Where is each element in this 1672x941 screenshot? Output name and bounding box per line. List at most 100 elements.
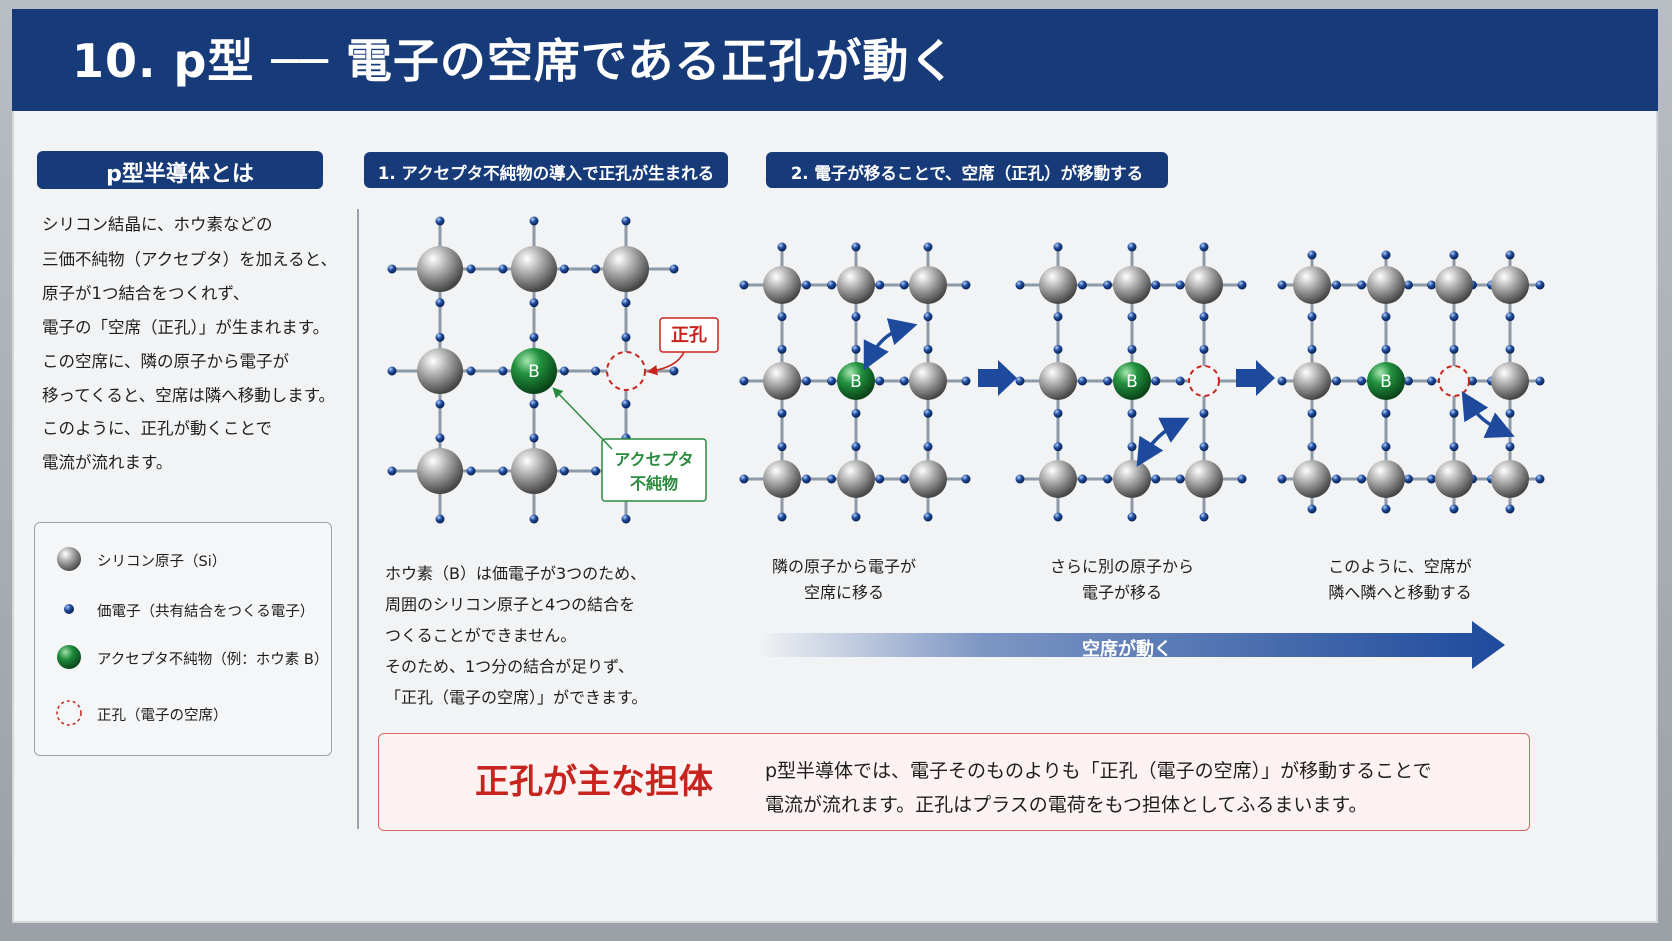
valence-electron — [1505, 442, 1515, 452]
lattice-panel2: B — [1015, 242, 1247, 522]
panel2-caption: さらに別の原子から 電子が移る — [1042, 554, 1202, 606]
valence-electron — [801, 474, 811, 484]
valence-electron — [435, 216, 445, 226]
legend-label-acceptor: アクセプタ不純物（例：ホウ素 B） — [97, 652, 329, 668]
valence-electron — [1053, 312, 1063, 322]
valence-electron — [1487, 376, 1497, 386]
valence-electron — [559, 466, 569, 476]
valence-electron — [669, 264, 679, 274]
valence-electron — [1127, 442, 1137, 452]
hole-callout-arrow — [646, 351, 685, 376]
valence-electron — [466, 466, 476, 476]
valence-electron — [1467, 280, 1477, 290]
valence-electron — [1053, 442, 1063, 452]
valence-electron — [1403, 280, 1413, 290]
valence-electron — [1535, 280, 1545, 290]
valence-electron — [621, 514, 631, 524]
valence-electron — [777, 512, 787, 522]
hole-icon — [56, 700, 82, 726]
valence-electron — [1199, 408, 1209, 418]
valence-electron — [1127, 312, 1137, 322]
valence-electron — [1277, 376, 1287, 386]
valence-electron — [559, 264, 569, 274]
silicon-atom — [763, 266, 801, 304]
valence-electron — [498, 366, 508, 376]
panel3-caption: このように、空席が 隣へ隣へと移動する — [1312, 554, 1488, 606]
valence-electron — [739, 376, 749, 386]
section1-line: そのため、1つ分の結合が足りず、 — [385, 657, 635, 676]
valence-electron — [498, 466, 508, 476]
silicon-atom — [1039, 362, 1077, 400]
valence-electron — [923, 344, 933, 354]
valence-electron — [851, 242, 861, 252]
valence-electron — [435, 298, 445, 308]
valence-electron — [1449, 312, 1459, 322]
valence-electron — [1151, 376, 1161, 386]
legend-label-silicon: シリコン原子（Si） — [97, 554, 227, 570]
valence-electron — [529, 433, 539, 443]
section1-line: 周囲のシリコン原子と4つの結合を — [385, 595, 636, 614]
valence-electron — [739, 280, 749, 290]
valence-electron — [923, 442, 933, 452]
left-line: 原子が1つ結合をつくれず、 — [42, 284, 250, 303]
acceptor-callout-box — [601, 438, 707, 502]
electron-move-arrow-3 — [1461, 391, 1515, 438]
valence-electron — [777, 408, 787, 418]
flow-label: 空席が動く — [1082, 639, 1172, 660]
left-line: シリコン結晶に、ホウ素などの — [42, 215, 273, 234]
valence-electron — [961, 474, 971, 484]
lattice-panel1: B — [739, 242, 971, 522]
silicon-atom — [1293, 266, 1331, 304]
valence-electron — [1449, 408, 1459, 418]
valence-electron — [1467, 376, 1477, 386]
valence-electron — [1381, 442, 1391, 452]
panel2-caption-line1: さらに別の原子から — [1049, 557, 1194, 576]
silicon-atom — [603, 448, 649, 494]
valence-electron — [621, 216, 631, 226]
left-line: 電子の「空席（正孔）」が生まれます。 — [42, 318, 330, 337]
valence-electron — [1199, 344, 1209, 354]
section1-line: つくることができません。 — [385, 626, 577, 645]
valence-electron — [1237, 376, 1247, 386]
step-arrow-2 — [1236, 360, 1275, 396]
valence-electron — [1467, 474, 1477, 484]
legend-icons — [56, 547, 82, 726]
valence-electron — [1199, 312, 1209, 322]
silicon-atom-icon — [57, 547, 81, 571]
valence-electron — [1381, 344, 1391, 354]
valence-electron — [621, 399, 631, 409]
boron-atom — [511, 348, 557, 394]
acceptor-callout-line — [552, 387, 613, 450]
valence-electron — [1307, 408, 1317, 418]
valence-electron — [1331, 280, 1341, 290]
valence-electron — [923, 312, 933, 322]
silicon-atom — [1435, 266, 1473, 304]
valence-electron — [899, 376, 909, 386]
section1-heading: 1. アクセプタ不純物の導入で正孔が生まれる — [377, 164, 715, 183]
hole-callout-box — [659, 317, 719, 353]
silicon-atom — [1039, 460, 1077, 498]
valence-electron — [827, 376, 837, 386]
silicon-atom — [1185, 266, 1223, 304]
hole-marker — [1188, 365, 1220, 397]
valence-electron — [1307, 504, 1317, 514]
valence-electron — [1127, 512, 1137, 522]
silicon-atom — [1113, 266, 1151, 304]
silicon-atom — [1185, 460, 1223, 498]
valence-electron — [851, 312, 861, 322]
section1-line: ホウ素（B）は価電子が3つのため、 — [385, 564, 647, 583]
valence-electron — [1449, 442, 1459, 452]
valence-electron — [1307, 312, 1317, 322]
left-line: 三価不純物（アクセプタ）を加えると、 — [42, 250, 338, 269]
valence-electron — [1199, 512, 1209, 522]
section1-line: 「正孔（電子の空席）」ができます。 — [385, 688, 648, 707]
panel2-caption-line2: 電子が移る — [1081, 583, 1162, 602]
valence-electron — [923, 242, 933, 252]
valence-electron — [875, 474, 885, 484]
silicon-atom — [417, 246, 463, 292]
left-line: この空席に、隣の原子から電子が — [42, 352, 290, 371]
valence-electron — [1077, 280, 1087, 290]
valence-electron — [1151, 474, 1161, 484]
valence-electron — [1175, 474, 1185, 484]
valence-electron — [1487, 474, 1497, 484]
